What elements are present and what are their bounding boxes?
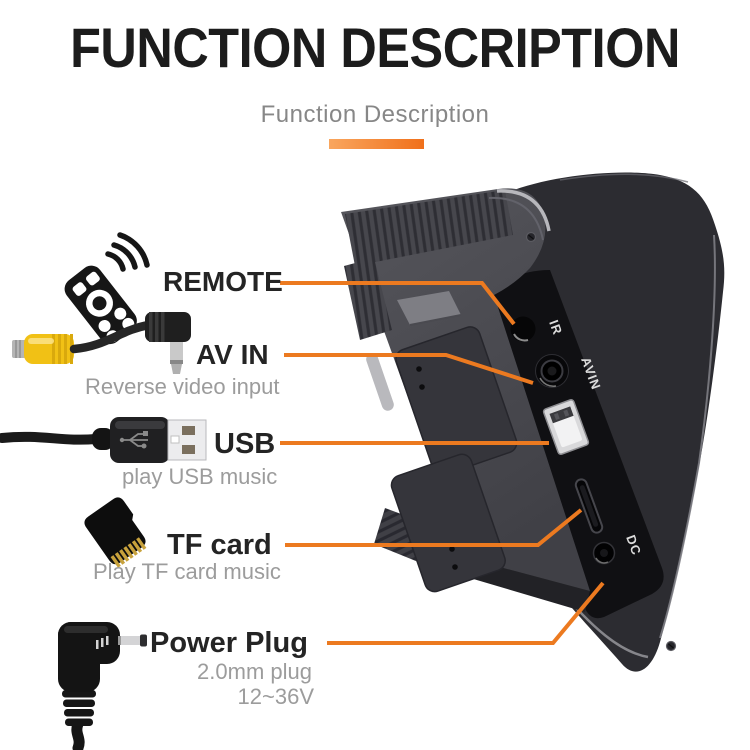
power-plug-caption: 2.0mm plug [197,659,312,684]
device-bottom-edge [466,558,590,612]
page-title: FUNCTION DESCRIPTION [70,16,680,79]
dc-port-label: DC [623,533,644,558]
usb-caption: play USB music [122,464,278,489]
monitor-device: IR AVIN [341,172,725,672]
page-subtitle: Function Description [260,101,490,128]
tf-card-icon [84,497,147,568]
vent-ribs-top [345,190,513,266]
plate-hole [419,384,425,390]
screw-bottom [665,640,677,652]
mount-plate-upper [395,326,518,476]
dc-port [592,541,616,565]
avin-port [535,354,569,388]
back-slot [366,353,394,411]
usb-port [542,399,590,455]
plate-hole [452,564,458,570]
power-plug-voltage: 12~36V [237,684,314,709]
corner-highlight-outer [496,189,551,232]
av-rca-cable-icon [12,312,191,374]
remote-label: REMOTE [163,266,283,297]
screw-top [525,231,537,243]
av-in-caption: Reverse video input [85,374,280,399]
power-callout-line [327,581,605,645]
usb-trident-icon [119,431,148,449]
callout-lines [280,281,605,645]
ir-port-label: IR [546,318,565,337]
tf-callout-line [285,508,583,547]
bezel-top-highlight [559,173,689,183]
remote-callout-line [280,281,516,326]
usb-label: USB [214,428,276,460]
tf-card-caption: Play TF card music [93,559,281,584]
plate-hole [449,546,455,552]
mount-plate-lower [390,453,506,593]
accent-bar [329,139,424,149]
corner-highlight-inner [488,196,544,241]
remote-control-icon [64,232,150,345]
plate-hole [416,366,422,372]
usb-plug-icon [0,417,207,463]
av-in-label: AV IN [196,339,269,370]
power-plug-label: Power Plug [150,627,308,659]
mount-bracket-edge [409,314,462,326]
signal-waves-icon [105,232,150,272]
bezel-edge-highlight [659,234,716,639]
ir-port [510,316,536,342]
tf-card-slot [574,478,604,534]
mount-bracket [397,291,461,325]
avin-callout-line [284,353,534,385]
dc-power-plug-icon [58,622,147,750]
tf-card-label: TF card [167,529,272,561]
vent-ribs-left [344,258,392,340]
